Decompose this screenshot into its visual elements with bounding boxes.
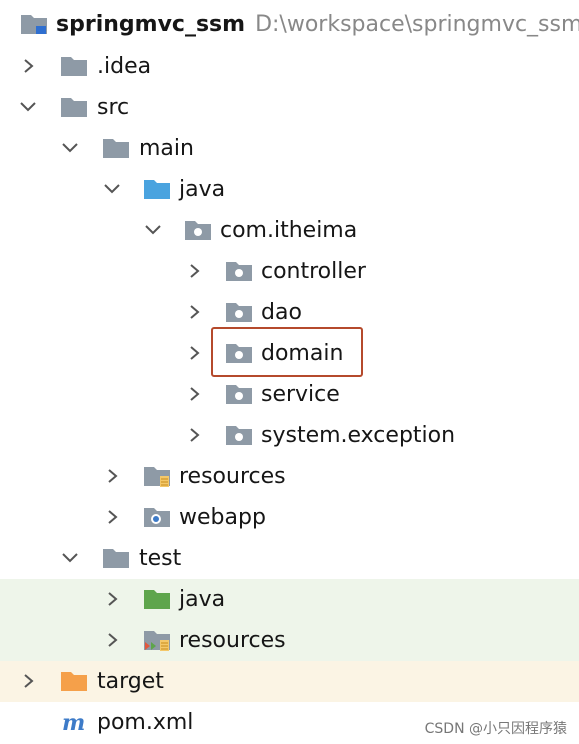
folder-icon <box>102 546 130 570</box>
tree-label-controller: controller <box>261 259 366 284</box>
tree-label-dao: dao <box>261 300 302 325</box>
chevron-right-icon[interactable] <box>18 56 38 76</box>
folder-icon <box>102 136 130 160</box>
tree-row-resources[interactable]: resources <box>0 456 579 497</box>
chevron-right-icon[interactable] <box>102 466 122 486</box>
chevron-right-icon[interactable] <box>184 343 204 363</box>
chevron-right-icon[interactable] <box>184 261 204 281</box>
chevron-right-icon[interactable] <box>184 384 204 404</box>
tree-row-test-resources[interactable]: resources <box>0 620 579 661</box>
tree-label-idea: .idea <box>97 54 152 79</box>
chevron-right-icon[interactable] <box>18 671 38 691</box>
tree-row-src[interactable]: src <box>0 87 579 128</box>
tree-label-java: java <box>179 177 226 202</box>
tree-label-webapp: webapp <box>179 505 266 530</box>
tree-row-idea[interactable]: .idea <box>0 46 579 87</box>
svg-text:m: m <box>62 710 85 734</box>
tree-row-pom[interactable]: m pom.xml <box>0 702 579 743</box>
package-icon <box>225 382 253 406</box>
tree-row-controller[interactable]: controller <box>0 251 579 292</box>
package-icon <box>225 423 253 447</box>
tree-row-package[interactable]: com.itheima <box>0 210 579 251</box>
package-icon <box>184 218 212 242</box>
tree-label-system-exception: system.exception <box>261 423 456 448</box>
tree-label-main: main <box>139 136 194 161</box>
tree-row-webapp[interactable]: webapp <box>0 497 579 538</box>
folder-icon <box>60 95 88 119</box>
chevron-down-icon[interactable] <box>143 220 163 240</box>
chevron-down-icon[interactable] <box>102 179 122 199</box>
chevron-down-icon[interactable] <box>60 138 80 158</box>
chevron-right-icon[interactable] <box>102 589 122 609</box>
tree-row-test-java[interactable]: java <box>0 579 579 620</box>
watermark: CSDN @小只因程序猿 <box>424 721 567 737</box>
tree-label-service: service <box>261 382 340 407</box>
folder-icon <box>60 54 88 78</box>
tree-row-service[interactable]: service <box>0 374 579 415</box>
tree-row-java[interactable]: java <box>0 169 579 210</box>
highlight-box <box>211 327 363 377</box>
tree-label-test: test <box>139 546 182 571</box>
tree-label-test-resources: resources <box>179 628 286 653</box>
tree-label-resources: resources <box>179 464 286 489</box>
tree-label-src: src <box>97 95 130 120</box>
chevron-down-icon[interactable] <box>18 97 38 117</box>
chevron-down-icon[interactable] <box>60 548 80 568</box>
tree-label-package: com.itheima <box>220 218 358 243</box>
chevron-right-icon[interactable] <box>102 507 122 527</box>
tree-label-pom: pom.xml <box>97 710 194 735</box>
chevron-right-icon[interactable] <box>102 630 122 650</box>
tree-label-domain: domain <box>261 341 344 366</box>
package-icon <box>225 341 253 365</box>
chevron-right-icon[interactable] <box>184 425 204 445</box>
package-icon <box>225 259 253 283</box>
tree-row-target[interactable]: target <box>0 661 579 702</box>
tree-label-test-java: java <box>179 587 226 612</box>
tree-row-dao[interactable]: dao <box>0 292 579 333</box>
orange-folder-icon <box>60 669 88 693</box>
green-folder-icon <box>143 587 171 611</box>
resource-folder-icon <box>143 464 171 488</box>
tree-row-main[interactable]: main <box>0 128 579 169</box>
project-path: D:\workspace\springmvc_ssm <box>255 12 579 37</box>
tree-row-test[interactable]: test <box>0 538 579 579</box>
tree-label-target: target <box>97 669 164 694</box>
tree-row-domain[interactable]: domain <box>0 333 579 374</box>
tree-row-system-exception[interactable]: system.exception <box>0 415 579 456</box>
chevron-right-icon[interactable] <box>184 302 204 322</box>
module-folder-icon <box>20 12 48 36</box>
maven-m-icon: m <box>60 710 88 736</box>
blue-folder-icon <box>143 177 171 201</box>
package-icon <box>225 300 253 324</box>
web-folder-icon <box>143 505 171 529</box>
test-resource-folder-icon <box>143 628 171 652</box>
